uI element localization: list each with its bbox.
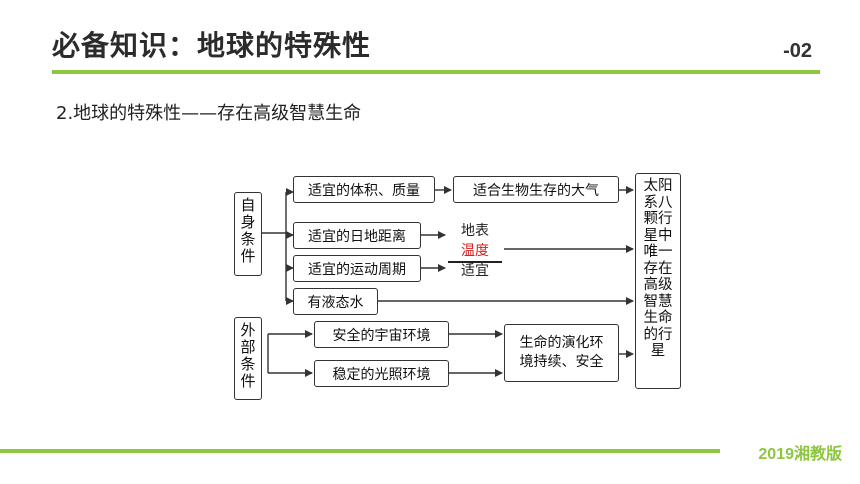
stable-light-box: 稳定的光照环境 <box>314 360 449 387</box>
evolution-line-2: 境持续、安全 <box>519 354 604 370</box>
result-box: 太阳系八颗行星中唯一存在高级智慧生命的行星 <box>635 173 681 389</box>
evolution-box: 生命的演化环 境持续、安全 <box>504 324 619 382</box>
suitable-label: 适宜 <box>461 263 489 279</box>
motion-period-box: 适宜的运动周期 <box>293 255 421 282</box>
connector-lines <box>262 186 634 377</box>
edition-label: 2019湘教版 <box>758 446 842 463</box>
safe-universe-box: 安全的宇宙环境 <box>314 321 449 348</box>
volume-mass-box: 适宜的体积、质量 <box>293 176 435 203</box>
page-number: -02 <box>783 40 812 62</box>
footer-divider <box>0 449 720 453</box>
surface-label: 地表 <box>461 223 489 239</box>
external-conditions-box: 外部条件 <box>234 317 262 400</box>
section-subtitle: 2.地球的特殊性——存在高级智慧生命 <box>56 103 362 124</box>
temperature-underline <box>448 261 502 263</box>
atmosphere-box: 适合生物生存的大气 <box>453 176 619 203</box>
page-title: 必备知识：地球的特殊性 <box>52 29 372 62</box>
earth-uniqueness-diagram: 自身条件 外部条件 适宜的体积、质量 适合生物生存的大气 适宜的日地距离 适宜的… <box>226 167 690 403</box>
header-divider <box>52 70 820 74</box>
evolution-line-1: 生命的演化环 <box>519 335 604 351</box>
liquid-water-box: 有液态水 <box>293 288 378 315</box>
self-conditions-box: 自身条件 <box>234 192 262 276</box>
sun-distance-box: 适宜的日地距离 <box>293 222 421 249</box>
temperature-label: 温度 <box>461 243 489 259</box>
